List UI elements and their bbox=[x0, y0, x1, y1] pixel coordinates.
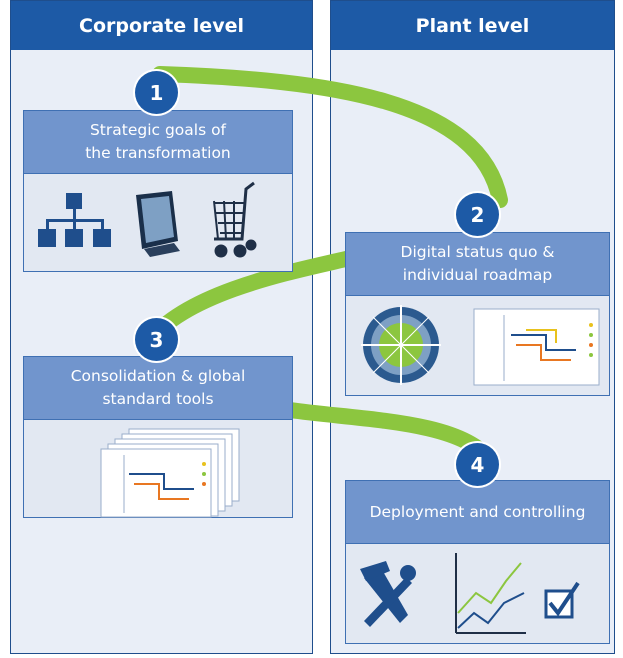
step-3-number: 3 bbox=[135, 318, 178, 361]
step-3-title-line1: Consolidation & global bbox=[70, 367, 246, 385]
step-4-card: Deployment and controlling bbox=[345, 480, 610, 644]
step-4-icons bbox=[360, 553, 580, 634]
step-1-title-line1: Strategic goals of bbox=[89, 121, 227, 139]
step-2-title: Digital status quo & individual roadmap bbox=[346, 233, 609, 296]
monitor-icon bbox=[136, 191, 180, 257]
shopping-cart-icon bbox=[213, 181, 257, 258]
tools-icon bbox=[360, 561, 416, 627]
step-1-title-line2: the transformation bbox=[85, 144, 231, 162]
plant-level-header: Plant level bbox=[331, 1, 614, 50]
step-2-title-line2: individual roadmap bbox=[402, 266, 553, 284]
step-3-title: Consolidation & global standard tools bbox=[24, 357, 292, 420]
step-2-number: 2 bbox=[456, 193, 499, 236]
corporate-level-header: Corporate level bbox=[11, 1, 312, 50]
roadmap-stack-icon bbox=[100, 428, 240, 518]
step-4-number: 4 bbox=[456, 443, 499, 486]
roadmap-chart-icon bbox=[473, 308, 600, 386]
step-3-title-line2: standard tools bbox=[102, 390, 214, 408]
hierarchy-icon bbox=[38, 193, 111, 247]
step-3-card: Consolidation & global standard tools bbox=[23, 356, 293, 518]
step-2-title-line1: Digital status quo & bbox=[400, 243, 555, 261]
maturity-radar-icon bbox=[361, 305, 441, 385]
step-4-title-line1: Deployment and controlling bbox=[369, 502, 586, 521]
step-2-card: Digital status quo & individual roadmap bbox=[345, 232, 610, 396]
step-2-icons bbox=[361, 305, 600, 386]
line-chart-icon bbox=[455, 553, 526, 634]
checkbox-icon bbox=[544, 581, 580, 619]
step-4-title: Deployment and controlling bbox=[346, 481, 609, 544]
step-1-icons bbox=[38, 181, 257, 258]
step-1-title: Strategic goals of the transformation bbox=[24, 111, 292, 174]
step-1-number: 1 bbox=[135, 71, 178, 114]
step-1-card: Strategic goals of the transformation bbox=[23, 110, 293, 272]
